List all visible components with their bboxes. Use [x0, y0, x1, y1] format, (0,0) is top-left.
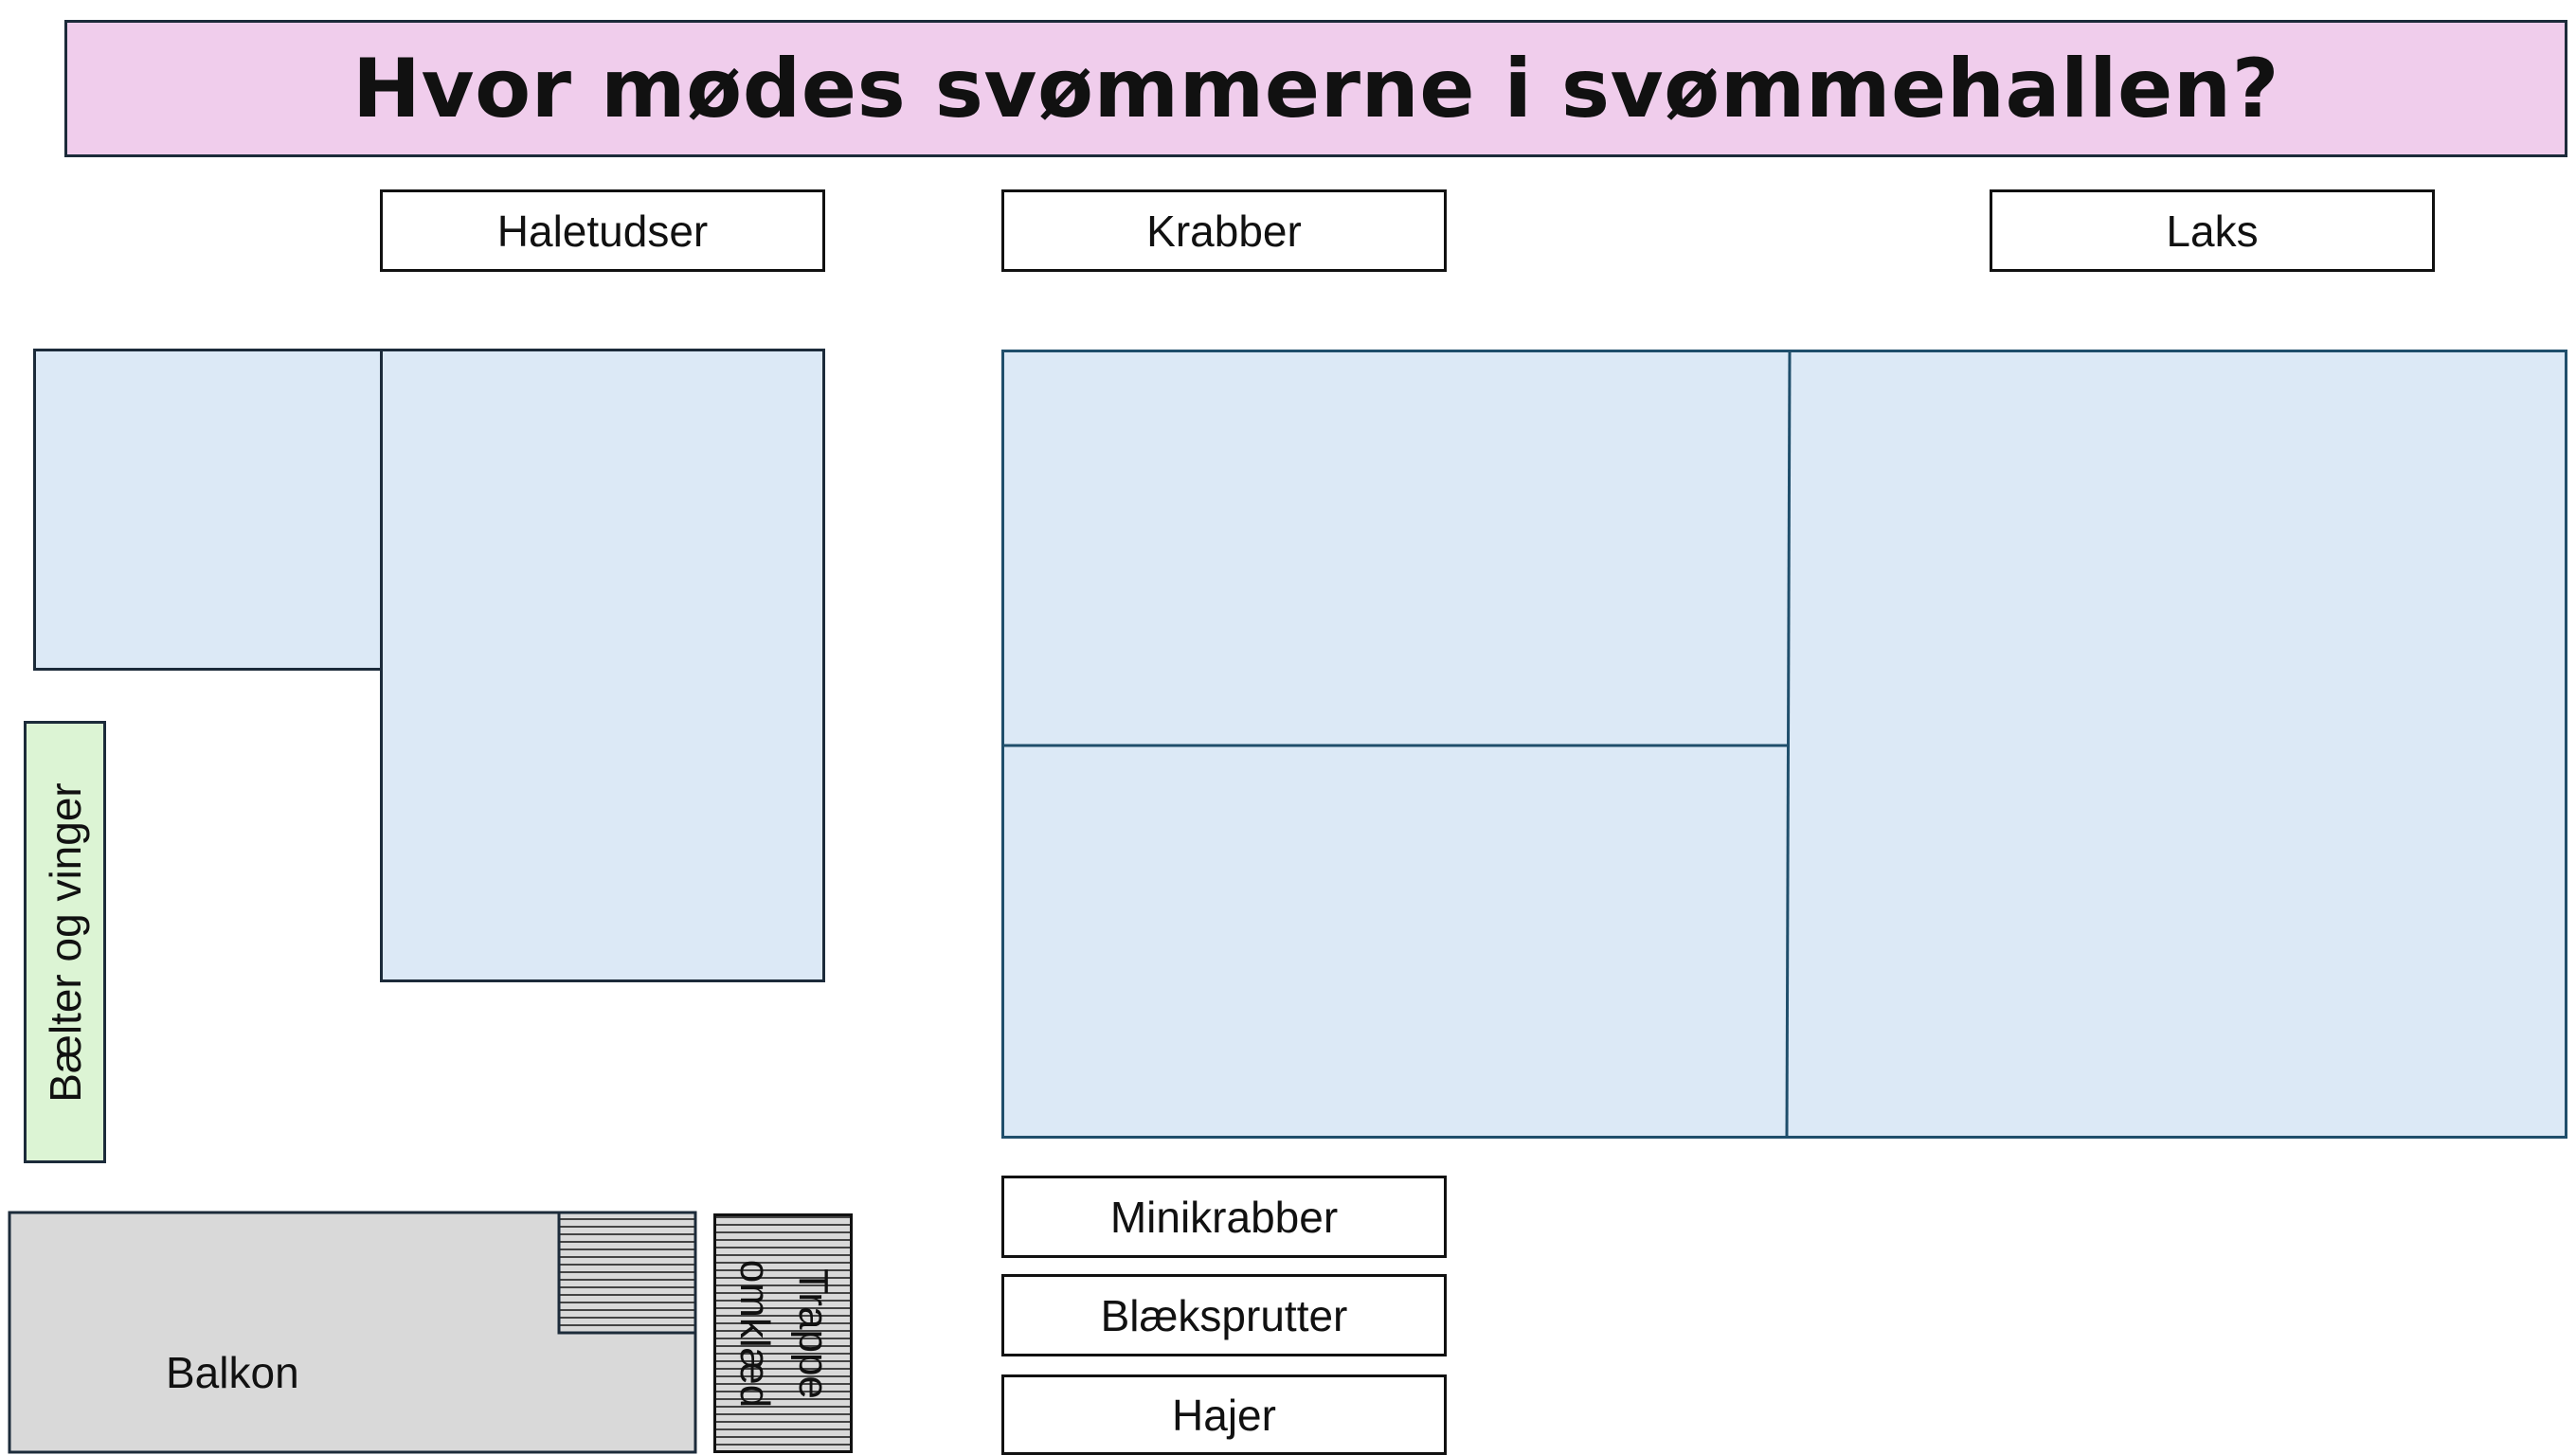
small-pool-main-section [380, 349, 825, 982]
balcony-label: Balkon [166, 1348, 299, 1397]
group-label-haletudser: Haletudser [380, 189, 825, 272]
group-label-krabber: Krabber [1001, 189, 1447, 272]
title-banner: Hvor mødes svømmerne i svømmehallen? [64, 20, 2567, 157]
small-pool-left-section [33, 349, 384, 671]
group-label-hajer: Hajer [1001, 1374, 1447, 1455]
stairs-label: Trappe omklæd [725, 1216, 842, 1450]
group-label-laks: Laks [1990, 189, 2435, 272]
stairs-label-line2: omklæd [730, 1259, 778, 1408]
group-label-minikrabber: Minikrabber [1001, 1176, 1447, 1258]
side-zone-baelter-og-vinger: Bælter og vinger [24, 721, 106, 1163]
stairs-changing-room: Trappe omklæd [713, 1213, 853, 1453]
big-pool-dividers [1003, 350, 1792, 1138]
page-title: Hvor mødes svømmerne i svømmehallen? [352, 41, 2279, 136]
stairs-label-line1: Trappe [789, 1267, 837, 1399]
group-label-blaeksprutter: Blæksprutter [1001, 1274, 1447, 1356]
balcony-area [8, 1211, 697, 1454]
balcony-stairs-hatch [557, 1211, 697, 1335]
side-zone-label: Bælter og vinger [40, 781, 90, 1103]
